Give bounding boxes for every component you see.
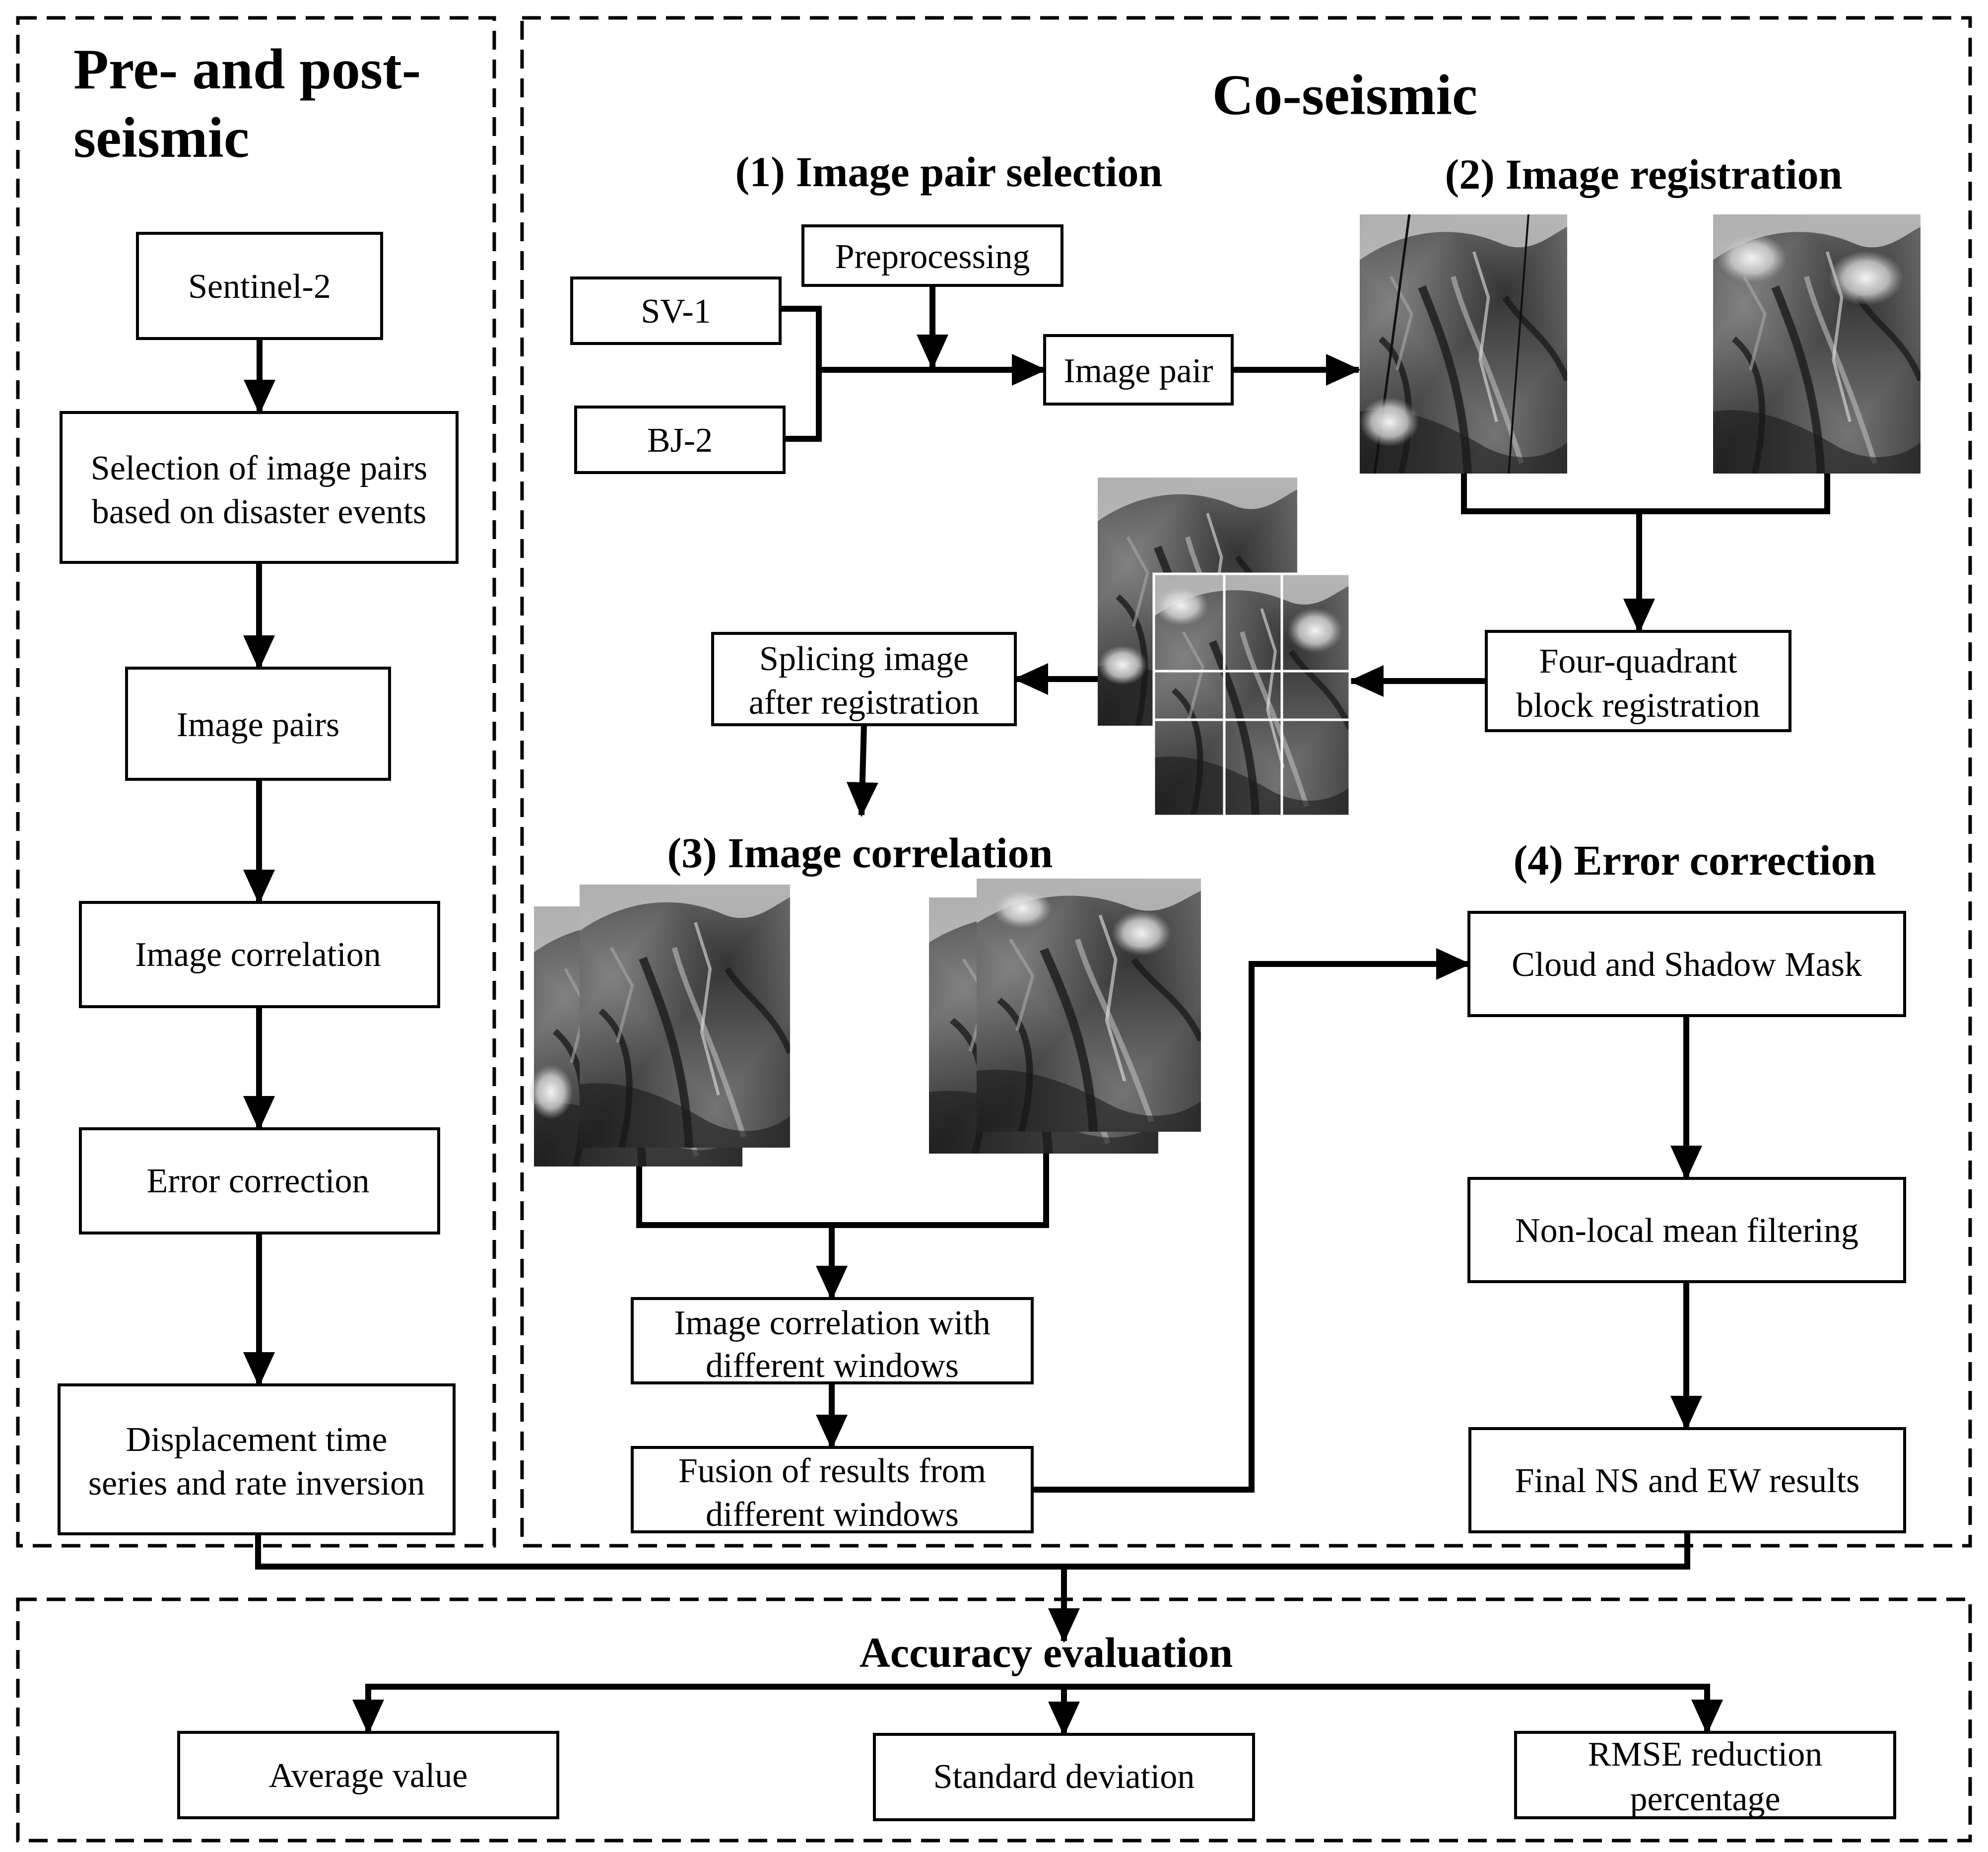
connector-merge-to-accuracy (255, 1532, 1690, 1570)
step4-title: (4) Error correction (1514, 836, 1876, 884)
left-image-correlation-label: Image correlation (135, 936, 381, 974)
sentinel-2-box (136, 232, 383, 340)
selection-box (60, 411, 459, 564)
connector-correlation-images (636, 1154, 1049, 1228)
connector-accuracy-branches (365, 1684, 1710, 1732)
co-seismic-panel (520, 16, 1972, 1548)
block-registration-image (1098, 478, 1351, 818)
correlation-windows-label-line2: different windows (706, 1347, 959, 1385)
fusion-label-line1: Fusion of results from (678, 1452, 986, 1490)
correlation-image-left (529, 885, 790, 1166)
image-pair-label: Image pair (1063, 352, 1213, 390)
step1-title: (1) Image pair selection (735, 148, 1163, 196)
displacement-box (58, 1383, 456, 1535)
arrow-splicing-to-correlation (846, 724, 878, 817)
average-value-box (177, 1731, 559, 1819)
nlm-box (1467, 1177, 1906, 1283)
bj2-box (574, 406, 786, 474)
splicing-label-line2: after registration (749, 684, 980, 722)
bj2-label: BJ-2 (647, 421, 713, 460)
std-box (873, 1733, 1255, 1821)
step2-title: (2) Image registration (1445, 150, 1843, 198)
registration-image-left (1360, 214, 1567, 474)
cloud-mask-label: Cloud and Shadow Mask (1512, 946, 1862, 984)
cloud-mask-box (1467, 911, 1906, 1017)
arrow-fusion-to-cloud-mask (1032, 948, 1471, 1493)
rmse-label-line2: percentage (1630, 1780, 1780, 1818)
pre-post-seismic-title-line1: Pre- and post- (73, 38, 421, 101)
step3-title: (3) Image correlation (667, 829, 1053, 877)
std-label: Standard deviation (933, 1758, 1195, 1796)
sentinel-2-label: Sentinel-2 (188, 268, 331, 306)
connector-sv1-bj2 (780, 306, 822, 442)
nlm-label: Non-local mean filtering (1515, 1212, 1858, 1250)
sv1-label: SV-1 (641, 292, 711, 331)
displacement-label-line1: Displacement time (126, 1421, 388, 1459)
left-image-correlation-box (79, 901, 440, 1008)
sv1-box (570, 276, 782, 345)
pre-post-seismic-title-line2: seismic (73, 106, 249, 170)
splicing-label-line1: Splicing image (759, 640, 969, 678)
rmse-label-line1: RMSE reduction (1588, 1735, 1822, 1774)
displacement-label-line2: series and rate inversion (88, 1464, 425, 1503)
preprocessing-label: Preprocessing (835, 238, 1030, 276)
correlation-windows-box (631, 1297, 1034, 1384)
correlation-windows-label-line1: Image correlation with (674, 1304, 991, 1342)
selection-label-line1: Selection of image pairs (91, 449, 427, 487)
image-pairs-label: Image pairs (177, 706, 339, 744)
fusion-box (631, 1446, 1034, 1533)
fusion-label-line2: different windows (706, 1496, 959, 1534)
four-quadrant-label-line2: block registration (1516, 686, 1760, 725)
correlation-image-right (929, 879, 1201, 1154)
four-quadrant-box (1485, 630, 1791, 732)
rmse-box (1514, 1731, 1896, 1819)
accuracy-evaluation-panel (16, 1597, 1972, 1843)
four-quadrant-label-line1: Four-quadrant (1539, 642, 1737, 681)
connector-registration-images (1461, 474, 1830, 514)
final-results-label: Final NS and EW results (1515, 1462, 1860, 1500)
registration-image-right (1713, 214, 1921, 474)
average-value-label: Average value (269, 1757, 468, 1795)
co-seismic-title: Co-seismic (1212, 64, 1478, 127)
pre-post-seismic-panel (16, 16, 496, 1548)
left-error-correction-label: Error correction (147, 1162, 370, 1200)
accuracy-title: Accuracy evaluation (860, 1629, 1233, 1676)
selection-label-line2: based on disaster events (92, 493, 427, 531)
left-error-correction-box (79, 1127, 440, 1235)
